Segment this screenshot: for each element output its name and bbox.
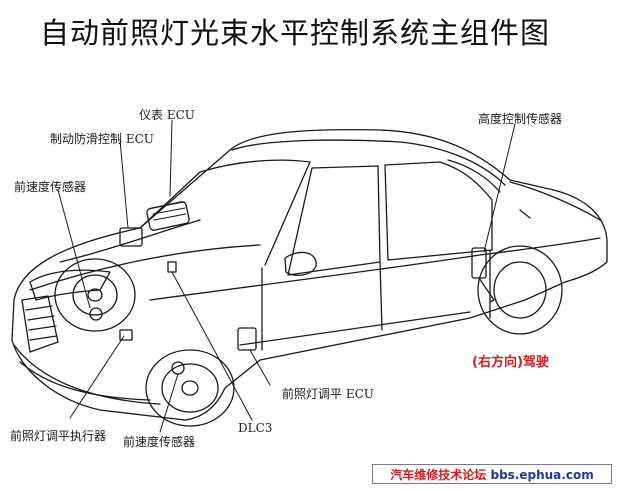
drive-side-note: (右方向)驾驶 [472, 355, 549, 370]
height-sensor-component [471, 247, 487, 279]
label-abs-ecu: 制动防滑控制 ECU [50, 132, 154, 146]
windshield [139, 159, 311, 266]
front-wheel [145, 349, 235, 427]
label-front-speed-sensor-top: 前速度传感器 [14, 180, 87, 194]
leader-front-speed-top [57, 189, 91, 309]
label-front-speed-sensor-bottom: 前速度传感器 [123, 435, 196, 449]
front-speed-sensor-component [89, 307, 103, 321]
leader-height-sensor [483, 123, 516, 253]
leader-front-speed-bottom [159, 373, 179, 433]
leader-leveling-ecu [249, 349, 271, 386]
label-instrument-ecu: 仪表 ECU [139, 108, 195, 122]
rear-quarter-window [447, 159, 501, 193]
car-roof [231, 139, 506, 186]
label-dlc3: DLC3 [238, 421, 273, 435]
forum-name: 汽车维修技术论坛 [390, 468, 487, 482]
leader-instrument-ecu [169, 119, 173, 197]
label-headlamp-actuator: 前照灯调平执行器 [10, 429, 107, 443]
car-body-outline [11, 128, 608, 421]
label-headlamp-leveling-ecu: 前照灯调平 ECU [282, 387, 374, 401]
forum-url: bbs.ephua.com [490, 468, 594, 482]
side-mirror [284, 251, 317, 277]
rear-wheel [477, 245, 563, 335]
label-height-sensor: 高度控制传感器 [478, 112, 563, 126]
leader-dlc3 [171, 271, 253, 421]
inner-front-wheel [54, 258, 136, 332]
headlamp-leveling-ecu-component [237, 327, 257, 351]
headlamp [29, 269, 111, 301]
leader-actuator [69, 335, 125, 419]
dlc3-component [167, 261, 177, 273]
front-bumper [13, 344, 161, 405]
abs-ecu-component [119, 227, 143, 247]
rear-door-window [384, 161, 493, 261]
forum-watermark: 汽车维修技术论坛 bbs.ephua.com [372, 464, 612, 484]
headlamp-actuator-component [119, 329, 133, 341]
diagram-title: 自动前照灯光束水平控制系统主组件图 [40, 16, 551, 50]
leader-abs-ecu [119, 139, 129, 229]
front-grille [21, 295, 59, 353]
